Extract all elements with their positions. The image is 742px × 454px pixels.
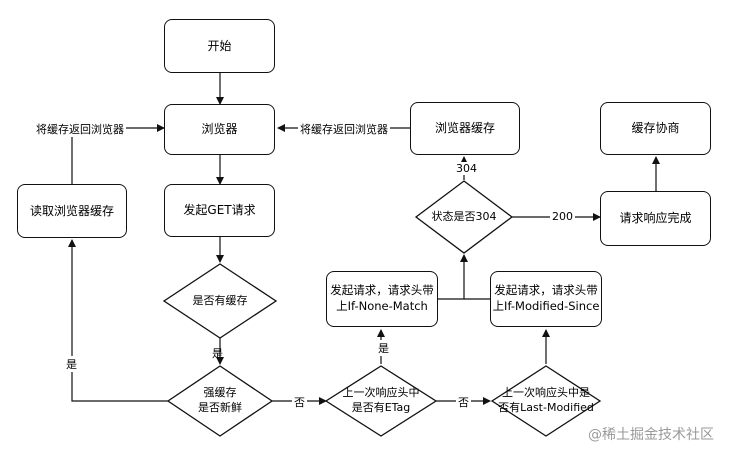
node-req-if-none-match: 发起请求，请求头带 上If-None-Match (326, 271, 438, 327)
node-read-cache-label: 读取浏览器缓存 (29, 203, 114, 218)
diamond-last-resp-etag (324, 365, 438, 437)
edge-label-no-etag: 否 (456, 394, 471, 410)
watermark: @稀土掘金技术社区 (588, 427, 714, 443)
node-browser: 浏览器 (164, 104, 275, 155)
diamond-etag-label: 上一次响应头中 是否有ETag (342, 386, 420, 414)
diamond-last-modified-text: 上一次响应头中是 否有Last-Modified (486, 384, 606, 418)
node-cache-negotiation: 缓存协商 (600, 102, 711, 155)
diamond-status-304 (414, 180, 514, 254)
diamond-strong-cache-fresh (166, 365, 274, 437)
edge-label-304: 304 (454, 162, 479, 175)
node-start-label: 开始 (207, 38, 232, 53)
edge-label-200: 200 (550, 210, 575, 223)
node-send-get: 发起GET请求 (164, 184, 275, 237)
edge-label-return-left: 将缓存返回浏览器 (34, 121, 126, 137)
edge-fresh-readcache (68, 239, 168, 402)
node-browser-cache-label: 浏览器缓存 (434, 121, 495, 136)
node-request-done: 请求响应完成 (600, 191, 711, 246)
node-request-done-label: 请求响应完成 (619, 211, 692, 226)
edge-label-return-mid: 将缓存返回浏览器 (298, 121, 390, 137)
diamond-has-cache (162, 263, 278, 339)
diamond-last-modified-label: 上一次响应头中是 否有Last-Modified (498, 386, 594, 414)
node-start: 开始 (164, 19, 275, 73)
node-req-if-modified-since-label: 发起请求，请求头带 上If-Modified-Since (492, 283, 600, 313)
diamond-has-cache-text: 是否有缓存 (164, 286, 276, 316)
node-cache-negotiation-label: 缓存协商 (631, 121, 680, 136)
edge-label-yes-has-cache: 是 (212, 347, 223, 360)
diamond-status-text: 状态是否304 (416, 203, 512, 231)
diamond-has-cache-label: 是否有缓存 (192, 293, 248, 307)
edge-label-yes-etag: 是 (376, 340, 391, 356)
diamond-strong-cache-text: 强缓存 是否新鲜 (168, 384, 272, 418)
node-read-cache: 读取浏览器缓存 (17, 184, 127, 238)
edge-label-no-fresh: 否 (292, 394, 307, 410)
node-browser-cache: 浏览器缓存 (410, 102, 520, 155)
diamond-etag-text: 上一次响应头中 是否有ETag (326, 384, 436, 418)
edge-label-yes-fresh: 是 (64, 356, 79, 372)
edge-ifnonematch-status (438, 254, 468, 300)
node-browser-label: 浏览器 (201, 122, 238, 137)
node-req-if-modified-since: 发起请求，请求头带 上If-Modified-Since (490, 271, 602, 327)
node-req-if-none-match-label: 发起请求，请求头带 上If-None-Match (330, 283, 434, 313)
node-send-get-label: 发起GET请求 (183, 203, 256, 218)
diamond-strong-cache-label: 强缓存 是否新鲜 (198, 386, 242, 414)
diamond-last-resp-last-modified (490, 365, 602, 437)
diamond-status-label: 状态是否304 (431, 209, 497, 223)
